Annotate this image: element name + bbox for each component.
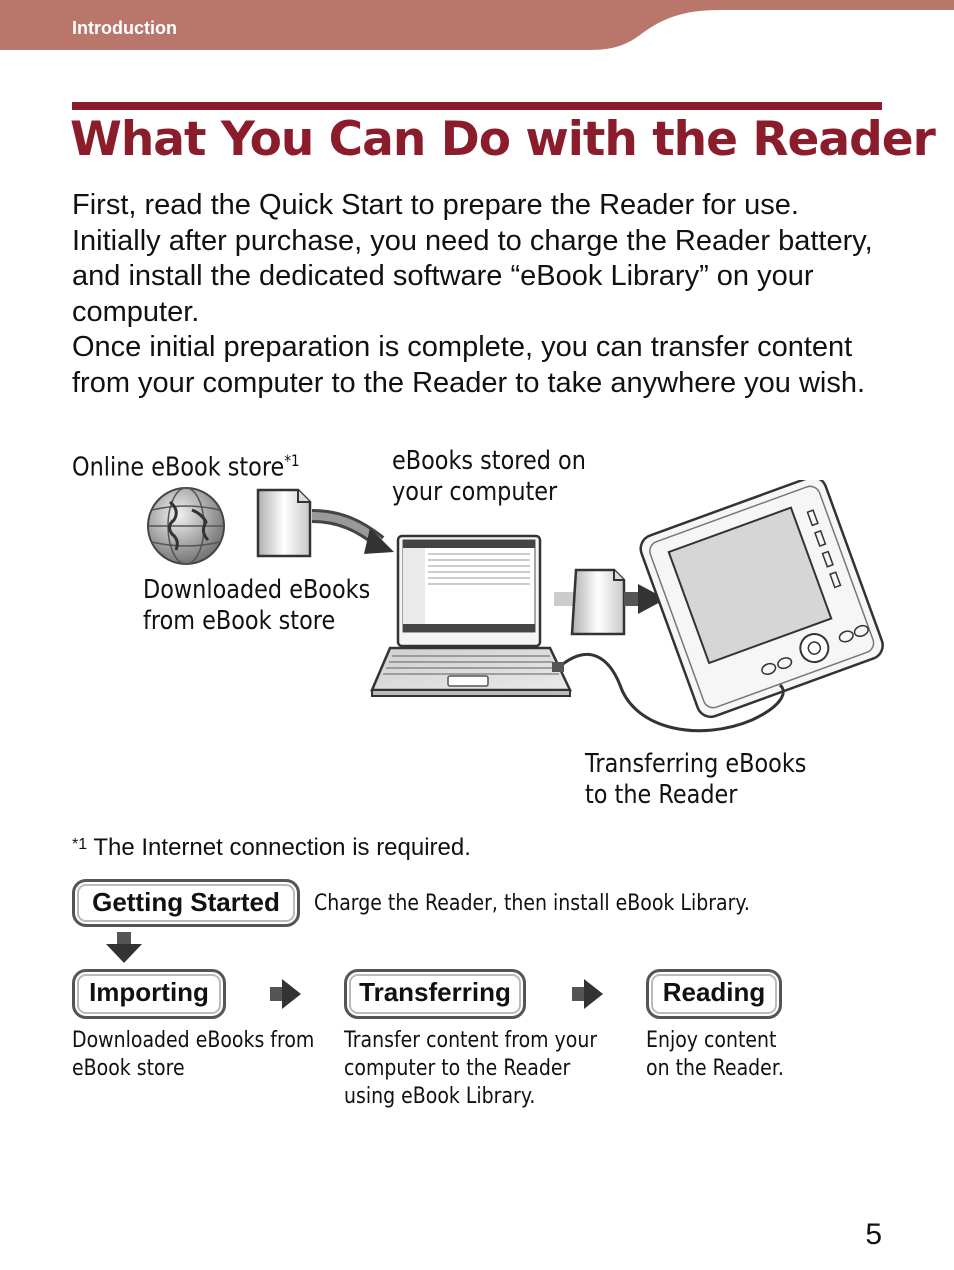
- footnote-text: The Internet connection is required.: [93, 834, 471, 861]
- getting-started-desc: Charge the Reader, then install eBook Li…: [314, 891, 750, 916]
- transferring-label: Transferring eBooks to the Reader: [585, 749, 807, 810]
- reader-device-icon: [639, 480, 884, 719]
- footnote: *1 The Internet connection is required.: [72, 834, 471, 862]
- globe-icon: [147, 487, 225, 565]
- importing-desc: Downloaded eBooks from eBook store: [72, 1028, 315, 1081]
- reading-pill: Reading: [646, 969, 782, 1019]
- page-number: 5: [865, 1218, 882, 1251]
- title-rule: [72, 102, 882, 110]
- section-label: Introduction: [72, 18, 177, 38]
- online-store-label: Online eBook store*1: [72, 452, 300, 483]
- stored-on-computer-label: eBooks stored on your computer: [392, 446, 586, 507]
- transferring-pill: Transferring: [344, 969, 526, 1019]
- transfer-arrow-icon: [624, 584, 666, 614]
- usb-cable: [557, 653, 785, 733]
- arrow-right-icon: [270, 979, 301, 1009]
- laptop-icon: [370, 534, 572, 697]
- intro-text: First, read the Quick Start to prepare t…: [72, 188, 892, 401]
- download-arrow-icon: [311, 509, 394, 554]
- transfer-diagram: [147, 480, 884, 733]
- arrow-right-icon: [572, 979, 603, 1009]
- footnote-mark: *1: [72, 836, 88, 853]
- downloaded-label: Downloaded eBooks from eBook store: [143, 575, 371, 636]
- importing-pill: Importing: [72, 969, 226, 1019]
- section-tab: [0, 0, 954, 50]
- transfer-file-icon: [554, 568, 626, 636]
- arrow-down-icon: [106, 932, 142, 963]
- page-title: What You Can Do with the Reader: [70, 112, 936, 167]
- intro-paragraph-1: First, read the Quick Start to prepare t…: [72, 189, 873, 328]
- transferring-desc: Transfer content from your computer to t…: [344, 1028, 598, 1109]
- usb-plug: [552, 662, 564, 672]
- reading-desc: Enjoy content on the Reader.: [646, 1028, 784, 1081]
- ebook-file-icon: [256, 488, 312, 558]
- getting-started-pill: Getting Started: [72, 879, 300, 927]
- footnote-ref: *1: [284, 452, 300, 470]
- intro-paragraph-2: Once initial preparation is complete, yo…: [72, 331, 866, 399]
